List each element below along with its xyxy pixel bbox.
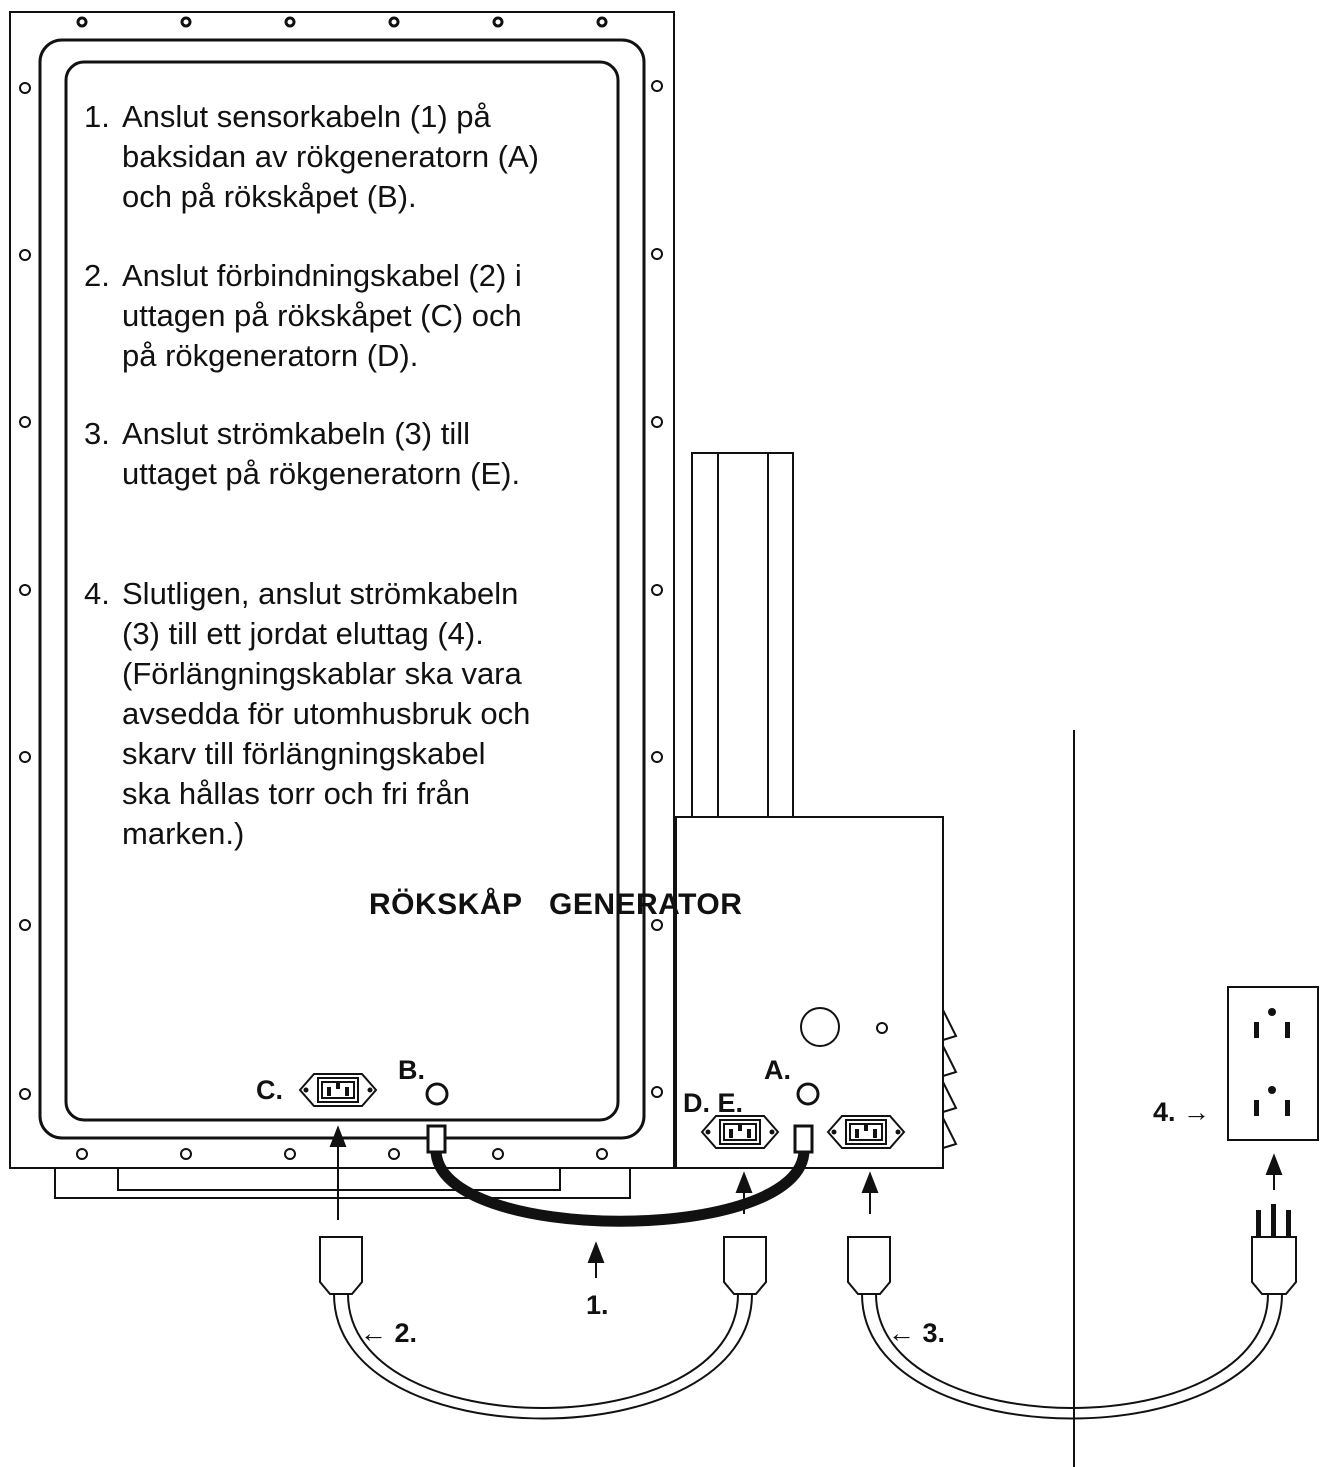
instruction-4-line-1: Slutligen, anslut strömkabeln bbox=[122, 576, 519, 611]
label-outlet-4: 4. → bbox=[1153, 1097, 1211, 1127]
generator-tube bbox=[691, 452, 794, 818]
label-cable-3: ← 3. bbox=[888, 1318, 946, 1348]
instruction-2-line-2: uttagen på rökskåpet (C) och bbox=[122, 298, 522, 333]
wall-outlet bbox=[1227, 986, 1319, 1141]
connection-cable-2 bbox=[319, 1236, 767, 1420]
instruction-4-number: 4. bbox=[84, 576, 110, 611]
instruction-3-line-2: uttaget på rökgeneratorn (E). bbox=[122, 456, 521, 491]
fin-2 bbox=[942, 1045, 958, 1077]
label-a: A. bbox=[764, 1055, 791, 1085]
plug-prongs bbox=[1256, 1204, 1291, 1238]
fin-1 bbox=[942, 1009, 958, 1041]
socket-b bbox=[425, 1082, 449, 1106]
instruction-2-line-1: Anslut förbindningskabel (2) i bbox=[122, 258, 522, 293]
outlet-receptacles bbox=[1254, 1008, 1290, 1116]
label-c: C. bbox=[256, 1075, 283, 1105]
label-cable-2: ← 2. bbox=[360, 1318, 418, 1348]
instruction-4-line-7: marken.) bbox=[122, 816, 245, 851]
instruction-4-line-5: skarv till förlängningskabel bbox=[122, 736, 486, 771]
arrows bbox=[329, 1125, 1283, 1278]
smoke-generator bbox=[675, 816, 944, 1169]
instruction-3: 3. Anslut strömkabeln (3) till uttaget på… bbox=[84, 414, 624, 494]
smoker-base bbox=[54, 1168, 631, 1199]
power-cable-3 bbox=[847, 1236, 1297, 1420]
instruction-1: 1. Anslut sensorkabeln (1) på baksidan av… bbox=[84, 97, 624, 217]
smoker-title: RÖKSKÅP bbox=[369, 888, 523, 921]
instruction-2: 2. Anslut förbindningskabel (2) i uttagen… bbox=[84, 256, 624, 376]
power-inlet-c bbox=[298, 1073, 378, 1107]
generator-title: GENERATOR bbox=[549, 888, 743, 921]
instruction-2-line-3: på rökgeneratorn (D). bbox=[122, 338, 419, 373]
instruction-3-line-1: Anslut strömkabeln (3) till bbox=[122, 416, 471, 451]
sensor-cable-1 bbox=[426, 1124, 814, 1227]
label-b: B. bbox=[398, 1055, 425, 1085]
instruction-2-number: 2. bbox=[84, 258, 110, 293]
screw-holes-top bbox=[76, 16, 608, 28]
power-inlet-e bbox=[826, 1115, 906, 1149]
instruction-1-line-1: Anslut sensorkabeln (1) på bbox=[122, 99, 491, 134]
instruction-3-number: 3. bbox=[84, 416, 110, 451]
fin-4 bbox=[942, 1117, 958, 1149]
generator-indicator bbox=[876, 1022, 888, 1034]
smoker-door-inner bbox=[64, 60, 620, 1122]
instruction-4-line-4: avsedda för utomhusbruk och bbox=[122, 696, 531, 731]
generator-knob bbox=[800, 1007, 840, 1047]
fin-3 bbox=[942, 1081, 958, 1113]
label-cable-1: 1. bbox=[586, 1290, 609, 1320]
instruction-1-line-3: och på rökskåpet (B). bbox=[122, 179, 417, 214]
instruction-1-line-2: baksidan av rökgeneratorn (A) bbox=[122, 139, 540, 174]
instruction-4-line-3: (Förlängningskablar ska vara bbox=[122, 656, 522, 691]
label-de: D. E. bbox=[683, 1088, 744, 1118]
screw-holes-sides bbox=[19, 80, 663, 1160]
smoker-cabinet bbox=[9, 11, 675, 1169]
instruction-4: 4. Slutligen, anslut strömkabeln (3) till… bbox=[84, 574, 624, 854]
instruction-4-line-6: ska hållas torr och fri från bbox=[122, 776, 471, 811]
instruction-4-line-2: (3) till ett jordat eluttag (4). bbox=[122, 616, 484, 651]
power-inlet-d bbox=[700, 1115, 780, 1149]
instruction-1-number: 1. bbox=[84, 99, 110, 134]
socket-a bbox=[796, 1082, 820, 1106]
